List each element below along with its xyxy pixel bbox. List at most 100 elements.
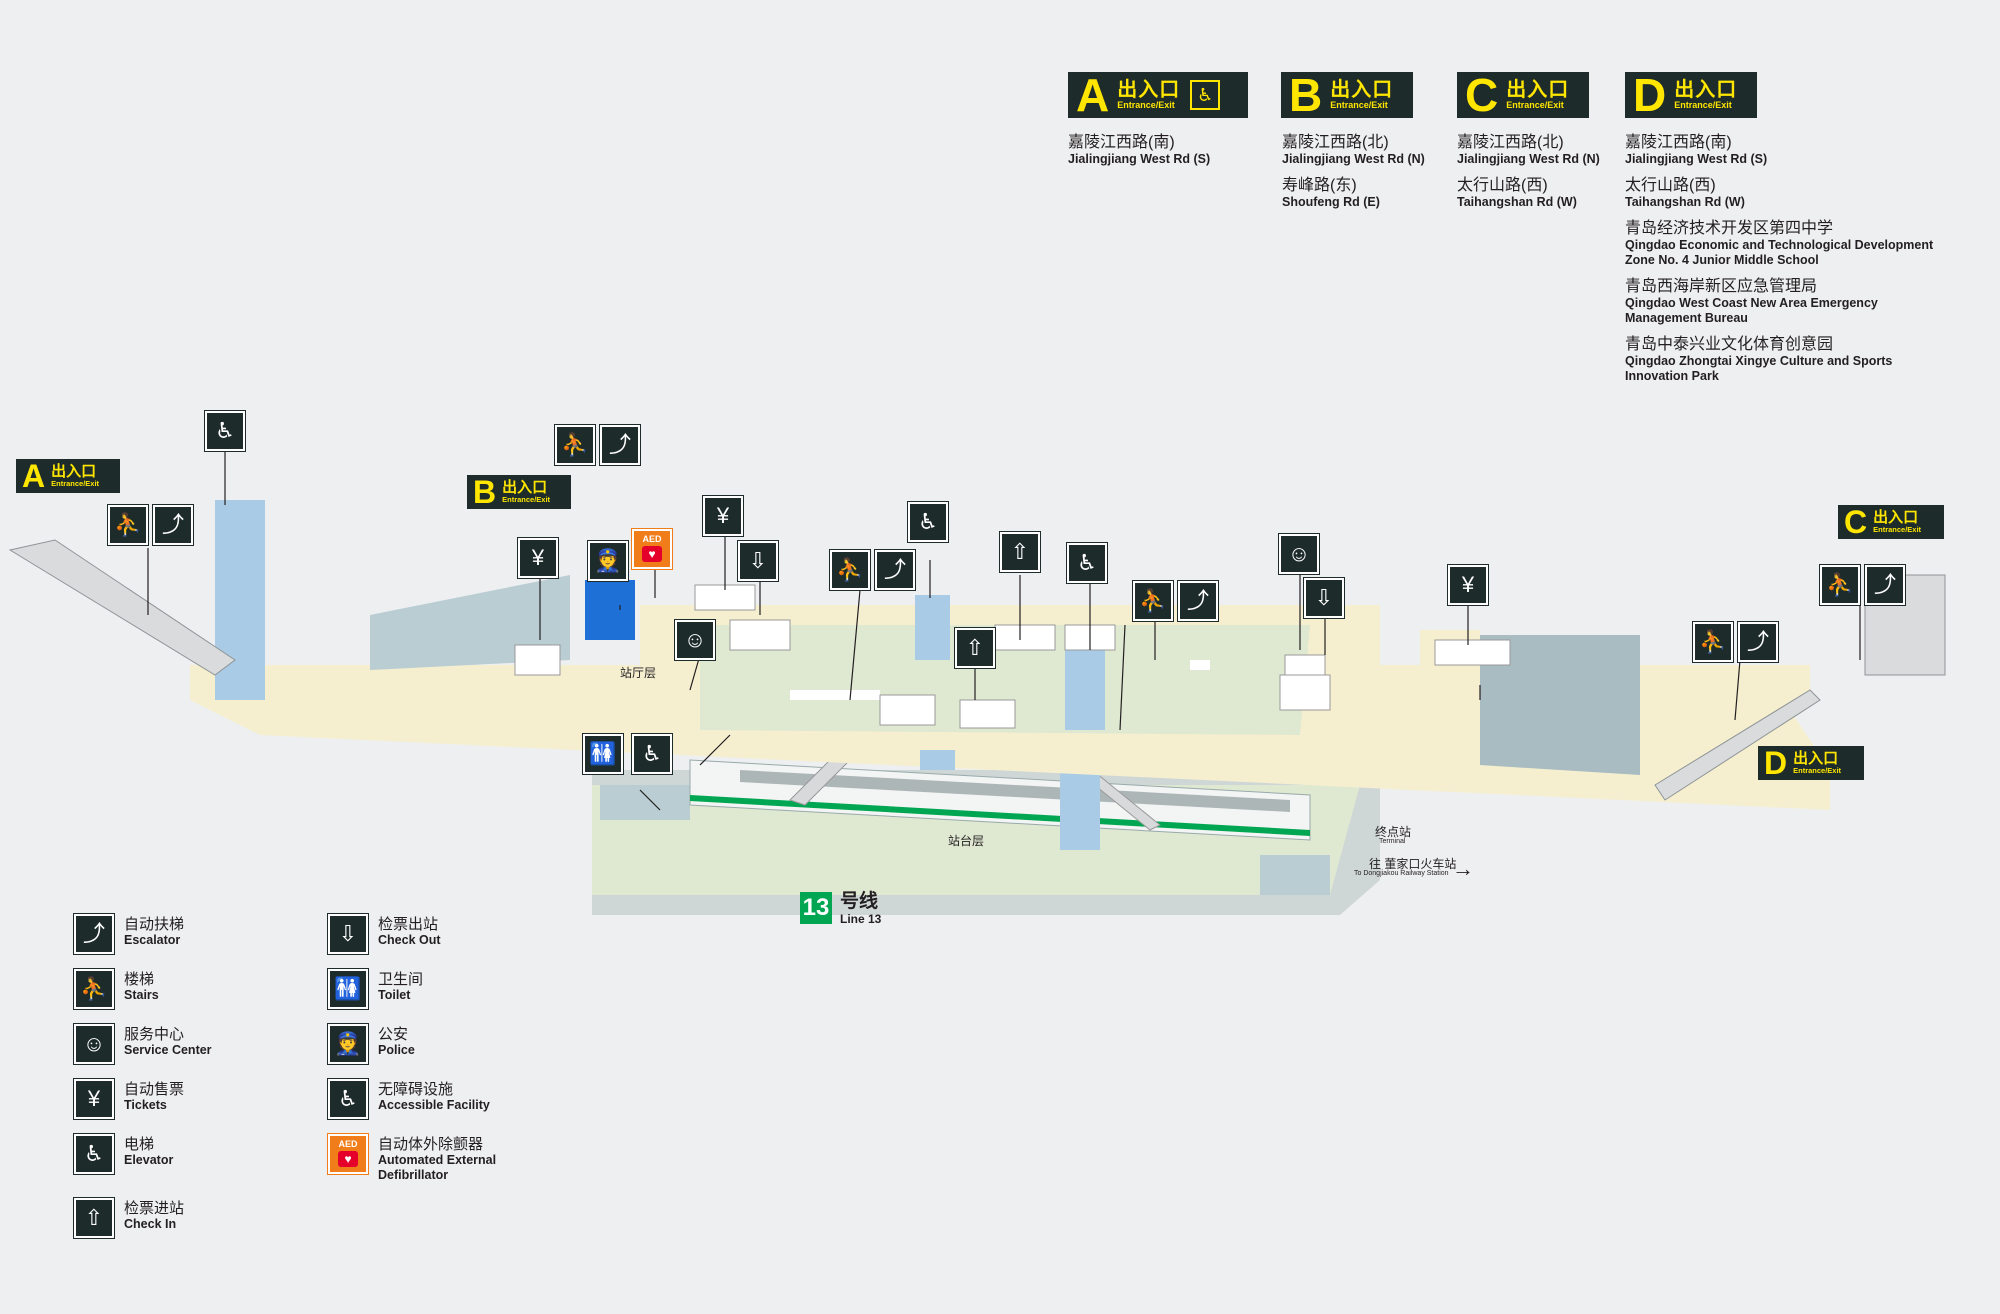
dest-en: Qingdao West Coast New Area Emergency Ma… — [1625, 296, 1878, 325]
dest-zh: 嘉陵江西路(南) — [1068, 134, 1175, 151]
dest-en: Qingdao Zhongtai Xingye Culture and Spor… — [1625, 354, 1893, 383]
exit-zh: 出入口 — [1117, 78, 1181, 101]
line-number: 13 — [800, 892, 832, 924]
escalator-icon: ⤴ — [152, 504, 194, 546]
exit-en: Entrance/Exit — [1506, 99, 1564, 110]
exit-en: Entrance/Exit — [1117, 99, 1175, 110]
direction-zh-label: 往 董家口火车站 — [1369, 857, 1457, 871]
legend-en: Stairs — [124, 988, 159, 1002]
aed-icon: AED♥ — [327, 1133, 369, 1175]
elevator-icon: ♿ — [1066, 542, 1108, 584]
stairs-icon: ⛹ — [107, 504, 149, 546]
escalator-icon: ⤴ — [874, 549, 916, 591]
legend-en: Accessible Facility — [378, 1098, 490, 1112]
escalator-icon: ⤴ — [73, 913, 115, 955]
exit-en: Entrance/Exit — [1674, 99, 1732, 110]
dest-en: Taihangshan Rd (W) — [1625, 195, 1745, 209]
escalator-icon: ⤴ — [1737, 621, 1779, 663]
aed-label: AED — [642, 534, 662, 544]
legend-en: Service Center — [124, 1043, 212, 1057]
tickets-icon: ¥ — [517, 537, 559, 579]
exit-a-destinations: 嘉陵江西路(南)Jialingjiang West Rd (S) — [1068, 134, 1378, 177]
stairs-icon: ⛹ — [1819, 564, 1861, 606]
stairs-icon: ⛹ — [73, 968, 115, 1010]
elevator-icon: ♿ — [204, 410, 246, 452]
direction-en-label: To Dongjiakou Railway Station — [1354, 870, 1449, 877]
exit-zh: 出入口 — [1506, 78, 1570, 101]
legend-en: Check Out — [378, 933, 441, 947]
exit-letter: C — [1844, 504, 1868, 540]
service-center-icon: ☺ — [73, 1023, 115, 1065]
exit-zh: 出入口 — [1793, 749, 1839, 767]
exit-letter: B — [1289, 69, 1323, 121]
legend-zh: 自动体外除颤器 — [378, 1136, 484, 1153]
exit-zh: 出入口 — [1674, 78, 1738, 101]
line-en: Line 13 — [840, 912, 882, 926]
exit-en: Entrance/Exit — [51, 478, 100, 488]
service-center-icon: ☺ — [1278, 533, 1320, 575]
tickets-icon: ¥ — [73, 1078, 115, 1120]
check-in-icon: ⇧ — [73, 1197, 115, 1239]
check-in-icon: ⇧ — [954, 627, 996, 669]
legend-en: Escalator — [124, 933, 181, 947]
legend-zh: 检票出站 — [378, 916, 439, 933]
check-out-icon: ⇩ — [737, 540, 779, 582]
terminal-en-label: Terminal — [1379, 838, 1406, 845]
toilet-icon: 🚻 — [327, 968, 369, 1010]
platform-label: 站台层 — [948, 834, 985, 848]
legend-en: Toilet — [378, 988, 411, 1002]
exit-letter: A — [22, 458, 46, 494]
aed-icon: AED♥ — [631, 528, 673, 570]
check-in-icon: ⇧ — [999, 531, 1041, 573]
accessible-icon: ♿ — [631, 733, 673, 775]
dest-zh: 嘉陵江西路(南) — [1625, 134, 1732, 151]
stairs-icon: ⛹ — [829, 549, 871, 591]
legend-en: Tickets — [124, 1098, 167, 1112]
legend-en: Check In — [124, 1217, 177, 1231]
dest-en: Taihangshan Rd (W) — [1457, 195, 1577, 209]
check-out-icon: ⇩ — [327, 913, 369, 955]
dest-en: Qingdao Economic and Technological Devel… — [1625, 238, 1934, 267]
exit-b-destinations: 嘉陵江西路(北)Jialingjiang West Rd (N) 寿峰路(东)S… — [1282, 134, 1592, 220]
police-icon: 👮 — [327, 1023, 369, 1065]
legend-zh: 无障碍设施 — [378, 1081, 454, 1098]
service-center-icon: ☺ — [674, 619, 716, 661]
dest-zh: 青岛中泰兴业文化体育创意园 — [1625, 336, 1834, 353]
legend-zh: 自动扶梯 — [124, 916, 185, 933]
stairs-icon: ⛹ — [1132, 580, 1174, 622]
exit-d-destinations: 嘉陵江西路(南)Jialingjiang West Rd (S) 太行山路(西)… — [1625, 134, 1935, 394]
exit-letter: A — [1076, 69, 1110, 121]
elevator-icon: ♿ — [73, 1133, 115, 1175]
exit-c-destinations: 嘉陵江西路(北)Jialingjiang West Rd (N) 太行山路(西)… — [1457, 134, 1767, 220]
escalator-icon: ⤴ — [1864, 564, 1906, 606]
escalator-icon: ⤴ — [1177, 580, 1219, 622]
police-icon: 👮 — [587, 540, 629, 582]
check-out-icon: ⇩ — [1303, 577, 1345, 619]
tickets-icon: ¥ — [1447, 564, 1489, 606]
exit-zh: 出入口 — [1330, 78, 1394, 101]
legend-en: Automated External Defibrillator — [378, 1153, 497, 1182]
elevator-icon: ♿ — [907, 501, 949, 543]
line-zh: 号线 — [840, 891, 879, 912]
exit-en: Entrance/Exit — [1873, 524, 1922, 534]
legend-zh: 自动售票 — [124, 1081, 185, 1098]
legend-zh: 检票进站 — [124, 1200, 185, 1217]
legend-zh: 服务中心 — [124, 1026, 185, 1043]
exit-zh: 出入口 — [502, 478, 548, 496]
dest-zh: 太行山路(西) — [1625, 177, 1716, 194]
dest-en: Jialingjiang West Rd (N) — [1282, 152, 1425, 166]
